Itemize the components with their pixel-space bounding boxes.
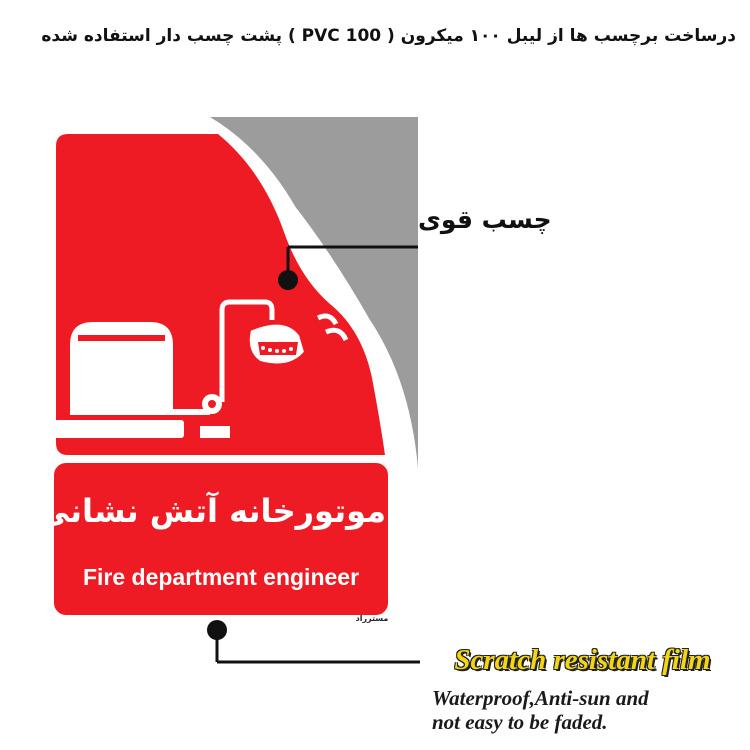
film-callout: [207, 620, 420, 664]
film-title: Scratch resistant film: [454, 644, 711, 676]
sign-bottom-panel: [54, 463, 388, 615]
adhesive-callout: [278, 245, 418, 290]
pump-icon: [54, 299, 349, 438]
brand-mark: مسترراد: [355, 614, 389, 623]
adhesive-label: چسب قوی: [418, 205, 552, 234]
peeled-backing: [205, 117, 418, 468]
film-desc-line2: not easy to be faded.: [432, 710, 608, 734]
sign-title-fa: موتورخانه آتش نشانی: [37, 492, 386, 530]
header-description: درساخت برچسب ها از لیبل ۱۰۰ میکرون ( PVC…: [41, 26, 736, 46]
film-desc-line1: Waterproof,Anti-sun and: [432, 686, 649, 710]
sign-title-en: Fire department engineer: [82, 564, 360, 590]
film-description: Waterproof,Anti-sun and not easy to be f…: [432, 686, 742, 734]
